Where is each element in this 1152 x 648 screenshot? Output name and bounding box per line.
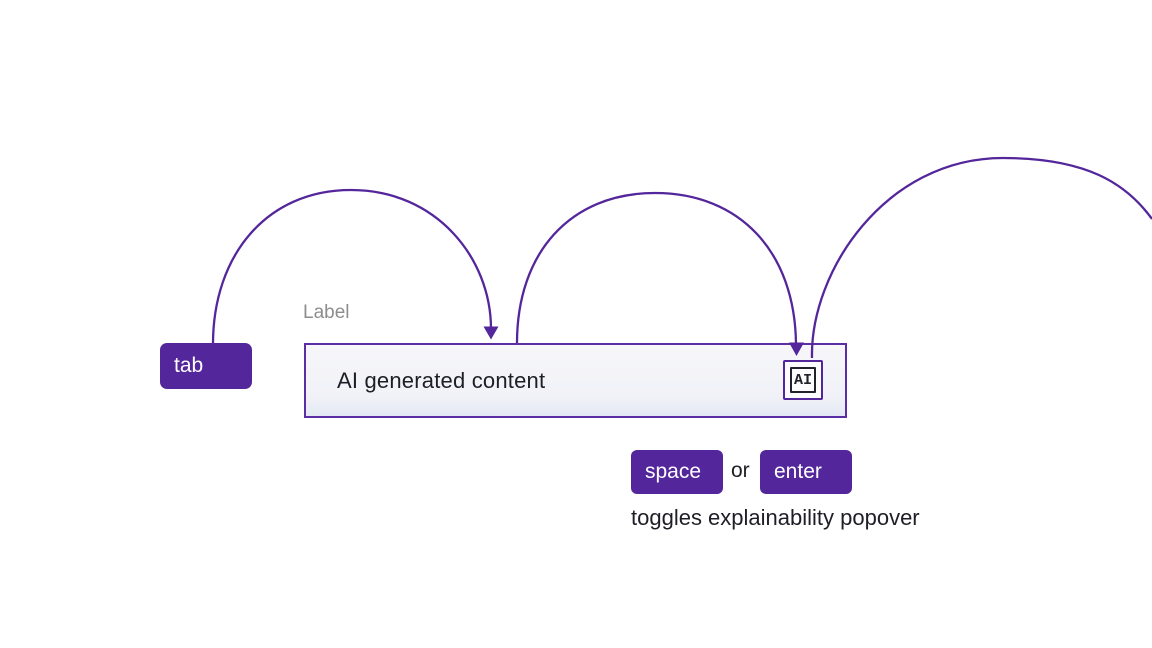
arc-ai-label-to-next [810, 156, 1152, 359]
enter-key: enter [760, 450, 852, 494]
space-key: space [631, 450, 723, 494]
field-label: Label [303, 302, 350, 323]
ai-label-icon: AI [790, 367, 816, 393]
ai-text-input[interactable]: AI generated content AI [304, 343, 847, 418]
tab-key: tab [160, 343, 252, 389]
caption-text: toggles explainability popover [631, 505, 920, 530]
arrowhead-field-icon [483, 326, 499, 340]
tab-key-label: tab [174, 354, 204, 377]
ai-text-input-value: AI generated content [337, 367, 546, 393]
space-key-label: space [645, 460, 702, 483]
enter-key-label: enter [774, 460, 822, 483]
arc-tab-to-field [211, 188, 493, 345]
or-text: or [731, 459, 750, 482]
ai-label-button[interactable]: AI [783, 360, 823, 400]
arc-field-to-ai-label [515, 191, 798, 345]
